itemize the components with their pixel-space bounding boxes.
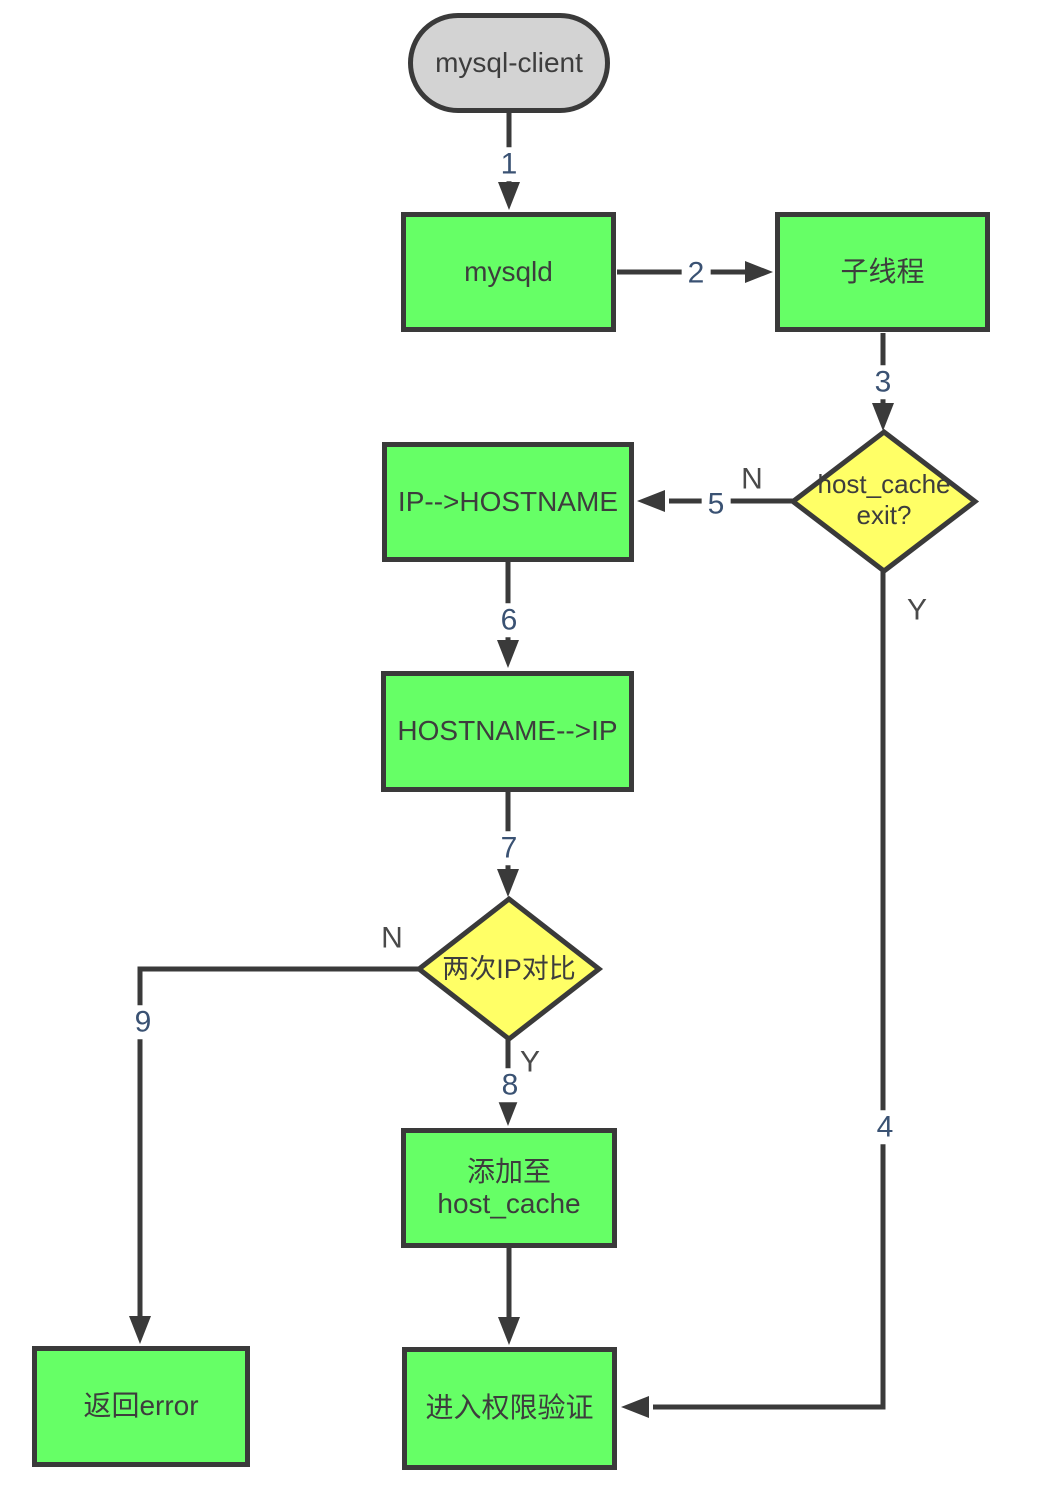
arrowhead-child-thread-to-host-cache-exit — [872, 403, 894, 431]
node-hostname-to-ip-label: HOSTNAME-->IP — [397, 715, 618, 747]
node-add-to-host-cache-line2: host_cache — [437, 1188, 581, 1219]
node-privilege-check: 进入权限验证 — [402, 1347, 617, 1470]
edge-label-step-4: 4 — [870, 1110, 900, 1144]
arrowhead-hostname-to-ip-to-ip-compare — [497, 869, 519, 897]
node-ip-to-hostname-label: IP-->HOSTNAME — [397, 485, 619, 517]
node-mysqld: mysqld — [401, 212, 616, 332]
edge-label-step-1: 1 — [494, 147, 524, 181]
edge-host-cache-yes-to-privilege-check — [653, 571, 886, 1410]
arrowhead-host-cache-no-to-ip-to-hostname — [637, 490, 665, 512]
edge-label-step-5: 5 — [701, 487, 731, 521]
arrowhead-ip-to-hostname-to-hostname-to-ip — [497, 640, 519, 668]
edge-label-step-2: 2 — [681, 256, 711, 290]
node-mysql-client-label: mysql-client — [435, 46, 583, 78]
arrowhead-start-to-mysqld — [498, 182, 520, 210]
decision-host-cache-exit — [788, 428, 980, 575]
arrowhead-add-to-host-cache-to-privilege-check — [498, 1317, 520, 1345]
edge-label-step-7: 7 — [494, 831, 524, 865]
node-child-thread-label: 子线程 — [840, 255, 925, 287]
node-mysqld-label: mysqld — [464, 255, 553, 287]
edge-label-host-cache-no: N — [738, 463, 766, 495]
node-hostname-to-ip: HOSTNAME-->IP — [381, 671, 634, 792]
arrowhead-mysqld-to-child-thread — [745, 261, 773, 283]
edge-label-host-cache-yes: Y — [903, 594, 931, 626]
node-return-error-label: 返回error — [83, 1390, 199, 1422]
node-add-to-host-cache-line1: 添加至 — [466, 1155, 551, 1187]
edge-label-ip-compare-yes: Y — [516, 1046, 544, 1078]
node-child-thread: 子线程 — [775, 212, 990, 332]
node-privilege-check-label: 进入权限验证 — [425, 1392, 594, 1424]
node-return-error: 返回error — [32, 1346, 250, 1467]
edge-label-step-9: 9 — [128, 1005, 158, 1039]
node-mysql-client: mysql-client — [408, 13, 610, 113]
arrowhead-ip-compare-no-to-return-error — [129, 1316, 151, 1344]
arrowhead-ip-compare-yes-to-add-to-host-cache — [497, 1098, 519, 1126]
node-add-to-host-cache: 添加至 host_cache — [401, 1128, 617, 1248]
node-ip-to-hostname: IP-->HOSTNAME — [382, 442, 634, 562]
edge-label-step-3: 3 — [868, 365, 898, 399]
edge-label-step-6: 6 — [494, 603, 524, 637]
edge-ip-compare-no-to-return-error — [137, 966, 419, 1320]
decision-ip-compare — [414, 895, 604, 1043]
edge-label-ip-compare-no: N — [378, 922, 406, 954]
arrowhead-host-cache-yes-to-privilege-check — [621, 1396, 649, 1418]
